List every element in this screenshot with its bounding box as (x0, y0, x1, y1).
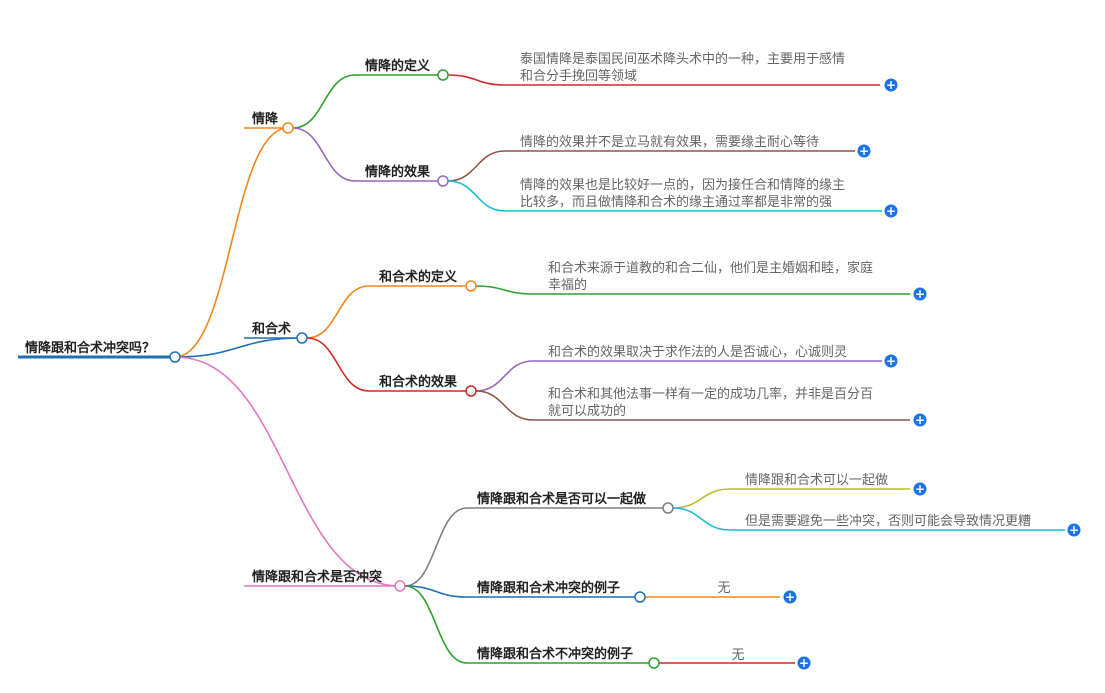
topic-label: 情降的效果 (365, 164, 430, 180)
leaf-text: 情降的效果也是比较好一点的，因为接任合和情降的缘主 (520, 177, 845, 193)
leaf-connector (447, 150, 506, 182)
plus-circle-icon[interactable]: + (857, 144, 871, 158)
plus-circle-icon[interactable]: + (884, 204, 898, 218)
plus-symbol: + (1069, 523, 1079, 537)
plus-circle-bg (857, 144, 871, 158)
leaf-connector (475, 360, 534, 392)
topic-connector (292, 74, 356, 129)
topic-toggle-circle[interactable] (634, 591, 646, 603)
branch-toggle-circle[interactable] (282, 122, 294, 134)
branch-label: 情降 (252, 111, 279, 127)
leaf-text: 和合术来源于道教的和合二仙，他们是主婚姻和睦，家庭 (548, 260, 873, 276)
leaf-connector (447, 74, 506, 86)
plus-circle-bg (884, 354, 898, 368)
leaf-connector (672, 507, 731, 531)
plus-circle-icon[interactable]: + (797, 656, 811, 670)
topic-connector (404, 507, 468, 587)
branch-label: 情降跟和合术是否冲突 (252, 569, 382, 585)
leaf-connector (475, 285, 534, 295)
leaf-text: 但是需要避免一些冲突，否则可能会导致情况更糟 (745, 513, 1031, 529)
plus-circle-bg (884, 204, 898, 218)
topic-toggle-circle[interactable] (437, 69, 449, 81)
topic-connector (306, 285, 370, 339)
plus-circle-icon[interactable]: + (913, 287, 927, 301)
topic-toggle-circle[interactable] (662, 502, 674, 514)
plus-symbol: + (886, 78, 896, 92)
branch-connector (174, 356, 401, 587)
plus-symbol: + (915, 287, 925, 301)
topic-toggle-circle[interactable] (648, 657, 660, 669)
leaf-text: 比较多，而且做情降和合术的缘主通过率都是非常的强 (520, 194, 832, 210)
plus-circle-bg (884, 78, 898, 92)
leaf-text: 无 (731, 648, 744, 663)
plus-symbol: + (859, 144, 869, 158)
leaf-text: 情降跟和合术可以一起做 (745, 473, 888, 488)
plus-circle-bg (783, 590, 797, 604)
plus-circle-bg (913, 413, 927, 427)
topic-label: 和合术的定义 (379, 269, 458, 285)
plus-symbol: + (785, 590, 795, 604)
topic-connector (292, 127, 356, 182)
plus-circle-icon[interactable]: + (913, 413, 927, 427)
leaf-text: 和合术和其他法事一样有一定的成功几率，并非是百分百 (548, 386, 873, 402)
plus-circle-bg (1067, 523, 1081, 537)
plus-symbol: + (886, 354, 896, 368)
plus-circle-icon[interactable]: + (913, 482, 927, 496)
branch-toggle-circle[interactable] (296, 332, 308, 344)
leaf-text: 情降的效果并不是立马就有效果，需要缘主耐心等待 (520, 134, 819, 150)
topic-connector (404, 585, 468, 598)
leaf-text: 就可以成功的 (548, 403, 626, 419)
topic-label: 情降跟和合术冲突的例子 (477, 580, 620, 596)
plus-circle-bg (913, 482, 927, 496)
topic-toggle-circle[interactable] (437, 175, 449, 187)
topic-label: 情降跟和合术是否可以一起做 (477, 491, 646, 507)
root-toggle-circle[interactable] (169, 351, 181, 363)
leaf-connector (672, 488, 731, 509)
leaf-text: 和合分手挽回等领域 (520, 68, 637, 84)
plus-circle-bg (797, 656, 811, 670)
leaf-text: 无 (717, 581, 730, 596)
plus-circle-icon[interactable]: + (1067, 523, 1081, 537)
plus-circle-icon[interactable]: + (884, 354, 898, 368)
leaf-connector (475, 390, 534, 421)
plus-symbol: + (886, 204, 896, 218)
topic-label: 和合术的效果 (379, 374, 457, 390)
branch-toggle-circle[interactable] (394, 580, 406, 592)
leaf-text: 幸福的 (548, 277, 587, 293)
leaf-connector (447, 180, 506, 212)
topic-connector (306, 337, 370, 392)
plus-circle-icon[interactable]: + (884, 78, 898, 92)
topic-label: 情降跟和合术不冲突的例子 (477, 646, 633, 662)
plus-symbol: + (915, 413, 925, 427)
topic-toggle-circle[interactable] (465, 280, 477, 292)
branch-connector (174, 127, 289, 358)
leaf-text: 和合术的效果取决于求作法的人是否诚心，心诚则灵 (548, 344, 847, 360)
leaf-text: 泰国情降是泰国民间巫术降头术中的一种，主要用于感情 (520, 51, 845, 67)
plus-circle-icon[interactable]: + (783, 590, 797, 604)
plus-circle-bg (913, 287, 927, 301)
topic-connector (404, 585, 468, 664)
topic-label: 情降的定义 (365, 58, 431, 74)
branch-label: 和合术 (252, 321, 291, 337)
plus-symbol: + (915, 482, 925, 496)
plus-symbol: + (799, 656, 809, 670)
root-title: 情降跟和合术冲突吗？ (25, 340, 155, 356)
topic-toggle-circle[interactable] (465, 385, 477, 397)
